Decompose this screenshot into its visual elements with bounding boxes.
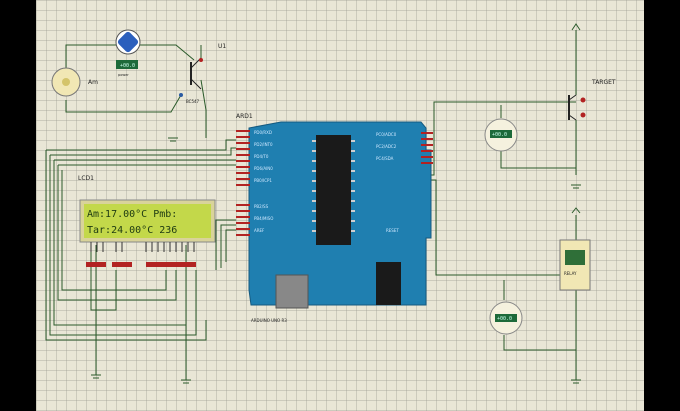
target-transistor[interactable]: TARGET <box>568 79 616 121</box>
lcd-display[interactable]: LCD1 Am:17.00°C Pmb: Tar:24.00°C 236 <box>78 175 216 267</box>
svg-text:PD4/T0: PD4/T0 <box>254 154 269 159</box>
lcd-line-2: Tar:24.00°C 236 <box>87 225 177 236</box>
meter-bottom-right-value: +00.0 <box>497 316 512 322</box>
proteus-schematic-canvas[interactable]: Am +00.0 power U1 BC547 LCD1 Am:17.00°C … <box>36 0 644 411</box>
svg-text:AREF: AREF <box>254 228 265 233</box>
heater-device[interactable]: +00.0 power <box>115 29 141 77</box>
svg-text:PB4/MISO: PB4/MISO <box>254 216 273 221</box>
svg-text:BC547: BC547 <box>186 99 200 104</box>
temp-sensor-u1[interactable]: Am <box>51 67 98 97</box>
top-meter-value: +00.0 <box>120 63 135 69</box>
ground-symbols <box>91 23 581 384</box>
svg-text:RESET: RESET <box>386 228 399 233</box>
svg-text:PB0/ICP1: PB0/ICP1 <box>254 178 272 183</box>
svg-text:RELAY: RELAY <box>564 271 577 276</box>
svg-text:PD6/AIN0: PD6/AIN0 <box>254 166 273 171</box>
relay-module[interactable]: RELAY <box>559 239 591 291</box>
svg-text:PD0/RXD: PD0/RXD <box>254 130 272 135</box>
arduino-board-label: ARDUINO UNO R3 <box>251 318 287 323</box>
usb-connector <box>275 274 309 309</box>
svg-text:PC4/SDA: PC4/SDA <box>376 156 394 161</box>
svg-text:Am: Am <box>88 79 98 86</box>
q1-label: U1 <box>218 43 226 50</box>
transistor-q1[interactable]: U1 BC547 <box>179 43 226 104</box>
ard-label: ARD1 <box>236 113 253 120</box>
svg-text:power: power <box>118 73 129 77</box>
wires <box>45 30 577 380</box>
meter-top-right-value: +00.0 <box>492 132 507 138</box>
meter-top-right[interactable]: +00.0 <box>484 118 518 152</box>
svg-text:PC0/ADC0: PC0/ADC0 <box>376 132 397 137</box>
svg-text:PD2/INT0: PD2/INT0 <box>254 142 273 147</box>
lcd-label: LCD1 <box>78 175 94 182</box>
atmega-chip <box>316 135 351 245</box>
target-label: TARGET <box>591 79 616 86</box>
lcd-screen <box>84 204 211 238</box>
schematic-svg: Am +00.0 power U1 BC547 LCD1 Am:17.00°C … <box>45 23 616 384</box>
svg-text:PB2/SS: PB2/SS <box>254 204 269 209</box>
arduino-uno-board[interactable]: ARD1 PD0/RXD PD2/INT0 PD4/T0 PD6/AIN0 PB… <box>236 113 433 323</box>
lcd-line-1: Am:17.00°C Pmb: <box>87 209 177 220</box>
svg-text:PC2/ADC2: PC2/ADC2 <box>376 144 397 149</box>
power-jack <box>376 262 401 305</box>
meter-bottom-right[interactable]: +00.0 <box>489 301 523 335</box>
